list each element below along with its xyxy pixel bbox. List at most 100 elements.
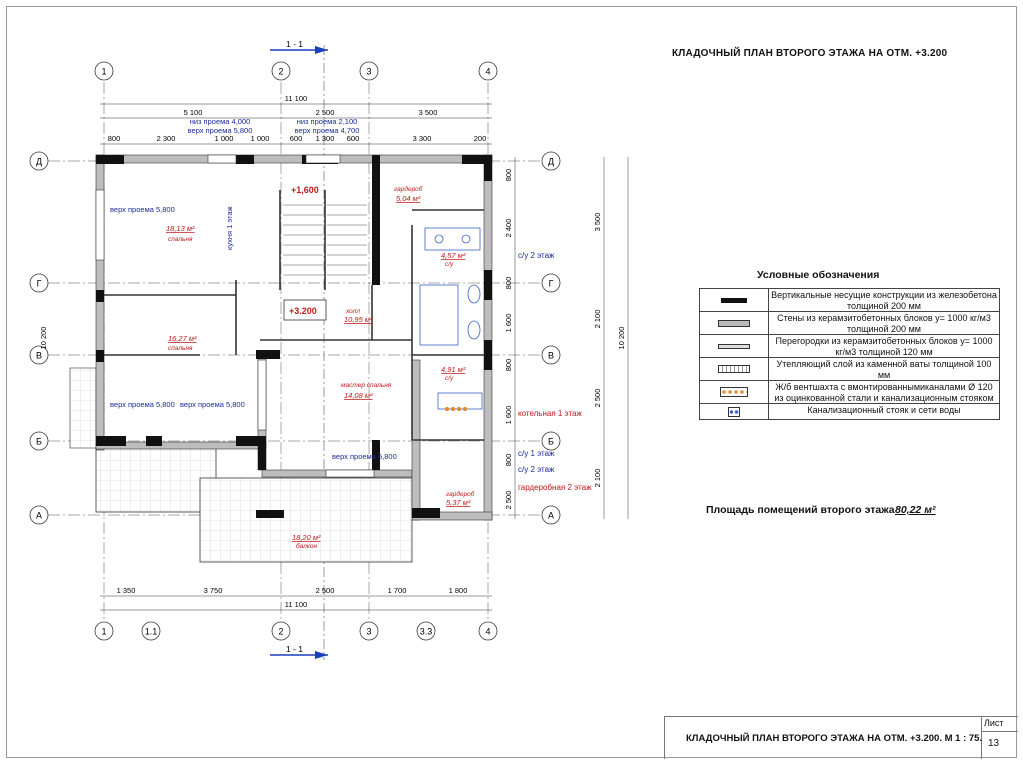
axis-left-a: А: [36, 511, 42, 521]
axis-right-g: Г: [549, 279, 554, 289]
svg-text:18,13 м²: 18,13 м²: [166, 224, 195, 233]
room-labels: 18,13 м² спальня гардероб 5,04 м² 4,57 м…: [166, 185, 475, 550]
axis-bottom-3-3: 3.3: [420, 627, 433, 637]
svg-text:5,37 м²: 5,37 м²: [446, 498, 471, 507]
legend-row: Стены из керамзитобетонных блоков у= 100…: [700, 312, 999, 335]
svg-text:спальня: спальня: [168, 345, 193, 352]
svg-text:с/у: с/у: [445, 375, 454, 382]
svg-text:с/у 2 этаж: с/у 2 этаж: [518, 465, 555, 474]
svg-text:1 000: 1 000: [251, 134, 270, 143]
legend-row: Перегородки из керамзитобетонных блоков …: [700, 335, 999, 358]
section-label-top: 1 - 1: [286, 39, 303, 49]
svg-text:холл: холл: [345, 308, 360, 315]
svg-text:1 600: 1 600: [504, 314, 513, 333]
svg-text:спальня: спальня: [168, 236, 193, 243]
dimension-lines-right: [514, 157, 629, 519]
sheet-title: КЛАДОЧНЫЙ ПЛАН ВТОРОГО ЭТАЖА НА ОТМ. +3.…: [672, 48, 948, 59]
legend-title: Условные обозначения: [757, 269, 880, 281]
side-notes: с/у 2 этаж котельная 1 этаж с/у 1 этаж с…: [518, 251, 592, 492]
vent-shaft-markers: [445, 407, 467, 411]
svg-text:1 000: 1 000: [215, 134, 234, 143]
section-label-bottom: 1 - 1: [286, 644, 303, 654]
legend-row: Вертикальные несущие конструкции из желе…: [700, 289, 999, 312]
svg-text:3 750: 3 750: [204, 586, 223, 595]
svg-text:18,20 м²: 18,20 м²: [292, 533, 321, 542]
axis-left-b: Б: [36, 437, 42, 447]
legend-row: Утепляющий слой из каменной ваты толщино…: [700, 358, 999, 381]
svg-text:14,08 м²: 14,08 м²: [344, 391, 373, 400]
svg-text:1 800: 1 800: [449, 586, 468, 595]
area-value: 80,22 м²: [895, 504, 936, 516]
svg-text:800: 800: [504, 359, 513, 372]
svg-text:1 350: 1 350: [117, 586, 136, 595]
dim-top-b: 2 500: [316, 108, 335, 117]
legend-row: Ж/б вентшахта с вмонтированнымиканалами …: [700, 381, 999, 404]
svg-text:2 100: 2 100: [593, 310, 602, 329]
terrace-left: [69, 367, 97, 449]
svg-text:5,04 м²: 5,04 м²: [396, 194, 421, 203]
svg-text:4,91 м²: 4,91 м²: [441, 365, 466, 374]
area-label: Площадь помещений второго этажа: [706, 504, 895, 516]
bathroom-fixtures: [419, 227, 483, 410]
axis-bottom-1: 1: [101, 627, 106, 637]
svg-text:верх проема 5,800: верх проема 5,800: [180, 400, 245, 409]
svg-text:гардероб: гардероб: [394, 185, 423, 193]
windows: [95, 154, 375, 478]
window-notes: верх проема 5,800 верх проема 5,800 верх…: [110, 205, 397, 461]
svg-text:мастер спальня: мастер спальня: [341, 382, 392, 389]
title-block: [664, 716, 1018, 759]
svg-text:2 500: 2 500: [504, 491, 513, 510]
svg-text:верх проема 5,800: верх проема 5,800: [110, 400, 175, 409]
svg-text:1 600: 1 600: [504, 406, 513, 425]
svg-text:2 500: 2 500: [316, 586, 335, 595]
axis-left-g: Г: [37, 279, 42, 289]
axis-bubbles-top: 1 2 3 4: [94, 61, 498, 81]
drawing-frame: [6, 6, 1017, 758]
dim-overall-top: 11 100: [285, 94, 307, 103]
dimension-text-top: 11 100 5 100 2 500 3 500 800 2 300 1 000…: [108, 94, 487, 143]
axis-top-3: 3: [366, 67, 371, 77]
concrete-columns: [96, 155, 492, 518]
thin-wall-icon: [718, 343, 750, 349]
svg-text:с/у 2 этаж: с/у 2 этаж: [518, 251, 555, 260]
svg-text:низ проема 4,000: низ проема 4,000: [190, 117, 251, 126]
dimension-text-right: 800 2 400 800 1 600 800 1 600 800 2 500 …: [39, 169, 626, 510]
svg-text:1 700: 1 700: [388, 586, 407, 595]
sewer-riser-icon: [728, 406, 740, 417]
axis-bottom-1-1: 1.1: [145, 627, 158, 637]
svg-text:верх проема 5,800: верх проема 5,800: [110, 205, 175, 214]
svg-text:балкон: балкон: [296, 542, 318, 550]
balcony-left: [95, 445, 217, 513]
axis-right-a: А: [548, 511, 554, 521]
svg-text:котельная 1 этаж: котельная 1 этаж: [518, 409, 582, 418]
dimension-lines-bottom: [100, 595, 492, 611]
legend-table: Вертикальные несущие конструкции из желе…: [699, 288, 1000, 420]
gray-wall-icon: [718, 319, 750, 327]
axis-bubbles-rows: Д Г В Б А Д Г В Б А: [29, 151, 561, 525]
axis-bubbles-bottom: 1 1.1 2 3 3.3 4: [94, 621, 498, 641]
dimension-text-bottom: 1 350 3 750 2 500 1 700 1 800 11 100: [117, 586, 468, 609]
dimension-lines-top: [100, 103, 492, 145]
black-wall-icon: [721, 297, 747, 303]
svg-text:гардеробная 2 этаж: гардеробная 2 этаж: [518, 483, 592, 492]
stamp-title: КЛАДОЧНЫЙ ПЛАН ВТОРОГО ЭТАЖА НА ОТМ. +3.…: [686, 733, 983, 744]
svg-text:гардероб: гардероб: [446, 490, 475, 498]
svg-text:800: 800: [504, 277, 513, 290]
axis-right-b: Б: [548, 437, 554, 447]
svg-text:верх проема 5,800: верх проема 5,800: [188, 126, 253, 135]
vent-shaft-icon: [720, 387, 748, 397]
kitchen-note: кухня 1 этаж: [225, 206, 234, 250]
svg-text:верх проема 4,700: верх проема 4,700: [295, 126, 360, 135]
elevation-labels: +1,600 +3.200: [289, 185, 319, 316]
section-mark-bottom: 1 - 1: [270, 644, 328, 659]
svg-text:низ проема 2,100: низ проема 2,100: [297, 117, 358, 126]
legend-row: Канализационный стояк и сети воды: [700, 404, 999, 419]
svg-text:16,27 м²: 16,27 м²: [168, 334, 197, 343]
elev-floor: +3.200: [289, 306, 317, 316]
sheet-number: 13: [988, 738, 1000, 749]
svg-text:10 200: 10 200: [39, 327, 48, 350]
dim-overall-bottom: 11 100: [285, 600, 307, 609]
svg-text:3 500: 3 500: [593, 213, 602, 232]
svg-text:с/у 1 этаж: с/у 1 этаж: [518, 449, 555, 458]
svg-text:3 300: 3 300: [413, 134, 432, 143]
